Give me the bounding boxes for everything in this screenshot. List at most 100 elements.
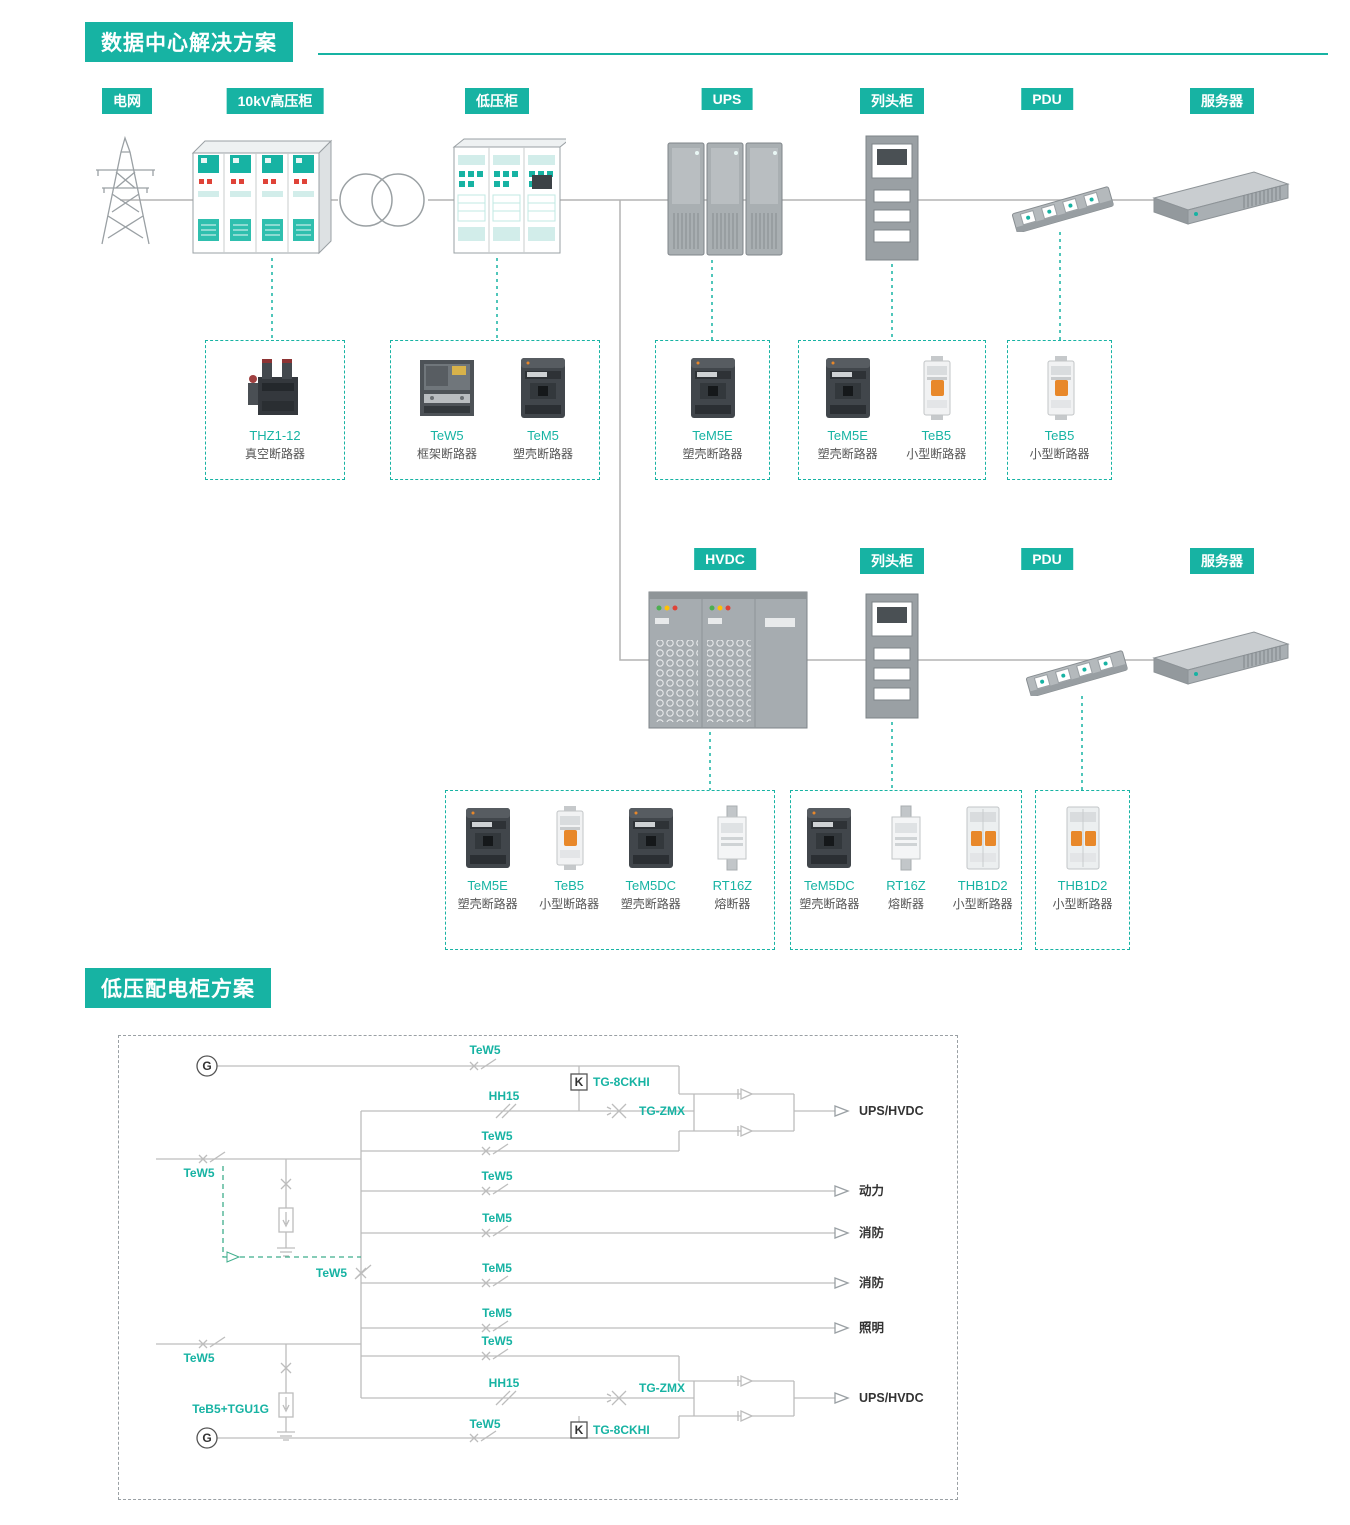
product-name: TeM5E [467, 878, 508, 893]
output-label-power: 动力 [859, 1183, 884, 1198]
label-tew5: TeW5 [481, 1334, 512, 1348]
product-type: 框架断路器 [416, 447, 477, 461]
schematic-wires [156, 1065, 835, 1441]
label-tew5: TeW5 [183, 1351, 214, 1365]
grid-tower-illustration [96, 135, 155, 245]
contactor-k-box [570, 1073, 588, 1091]
product-type: 熔断器 [714, 897, 751, 911]
breaker-symbol [198, 1336, 226, 1349]
mcb-2pole-icon [948, 803, 1018, 873]
label-tg8ckhi: TG-8CKHI [593, 1423, 650, 1437]
product-tile: TeM5 塑壳断路器 [503, 353, 583, 462]
product-tile: RT16Z 熔断器 [868, 803, 945, 912]
product-type: 小型断路器 [952, 897, 1013, 911]
node-badge-hv-cabinet: 10kV高压柜 [226, 88, 324, 114]
ups-illustration [667, 142, 783, 256]
product-tile: TeB5 小型断路器 [529, 803, 609, 912]
product-tile: TeM5E 塑壳断路器 [673, 353, 753, 462]
output-arrow [834, 1322, 849, 1334]
product-tile: RT16Z 熔断器 [692, 803, 772, 912]
product-name: TeM5DC [625, 878, 677, 893]
vacuum-breaker-icon [240, 353, 310, 423]
product-type: 塑壳断路器 [457, 897, 518, 911]
mcb-icon [901, 353, 971, 423]
fuse-icon [697, 803, 767, 873]
product-name: TeB5 [1044, 428, 1075, 443]
mccb-icon [678, 353, 748, 423]
generator-symbol [196, 1055, 218, 1077]
contactor-k-label: K [575, 1423, 584, 1437]
mccb-icon [813, 353, 883, 423]
label-tew5: TeW5 [183, 1166, 214, 1180]
breaker-symbol [481, 1348, 509, 1361]
breaker-symbol [481, 1225, 509, 1238]
node-badge-row-cabinet-2: 列头柜 [860, 548, 924, 574]
mcb-icon [1025, 353, 1095, 423]
section-title-lowvoltage: 低压配电柜方案 [85, 968, 271, 1008]
node-badge-pdu-2: PDU [1021, 548, 1073, 570]
transformer-symbol [339, 173, 425, 227]
product-type: 塑壳断路器 [682, 447, 743, 461]
product-type: 塑壳断路器 [620, 897, 681, 911]
interlock-dashed-line [222, 1166, 361, 1258]
label-tgzmx: TG-ZMX [639, 1104, 685, 1118]
product-tile: THB1D2 小型断路器 [944, 803, 1021, 912]
label-tew5: TeW5 [481, 1129, 512, 1143]
schematic-diagram: G TeW5 K TG-8CKHI HH15 TG-ZMX UPS/HVDC T… [156, 1043, 924, 1449]
section-title-datacenter: 数据中心解决方案 [85, 22, 293, 62]
node-badge-server-1: 服务器 [1190, 88, 1254, 114]
output-label-light: 照明 [859, 1320, 884, 1335]
product-name: THB1D2 [957, 878, 1008, 893]
fuse-icon [871, 803, 941, 873]
generator-symbol [196, 1427, 218, 1449]
header-line [318, 53, 1328, 55]
product-group-lv: TeW5 框架断路器 TeM5 塑壳断路器 [390, 340, 600, 480]
contactor-k-box [570, 1421, 588, 1439]
generator-label: G [202, 1431, 211, 1445]
output-label-fire2: 消防 [859, 1275, 885, 1290]
output-label-fire1: 消防 [859, 1225, 885, 1240]
label-teb5-tgu1g: TeB5+TGU1G [192, 1402, 269, 1416]
product-name: TeB5 [921, 428, 952, 443]
product-group-pdu2: THB1D2 小型断路器 [1035, 790, 1130, 950]
mccb-icon [794, 803, 864, 873]
product-name: TeM5E [692, 428, 733, 443]
label-tem5: TeM5 [482, 1306, 512, 1320]
hvdc-cabinet-illustration [648, 591, 808, 729]
product-type: 小型断路器 [539, 897, 600, 911]
product-name: TeW5 [430, 428, 464, 443]
row-cabinet-illustration-1 [860, 132, 924, 264]
label-hh15: HH15 [489, 1089, 520, 1103]
surge-arrester-symbol [278, 1392, 294, 1418]
pdu-illustration-2 [1022, 636, 1134, 696]
dotted-connectors [271, 232, 1083, 790]
output-arrow [834, 1185, 849, 1197]
output-arrow [834, 1392, 849, 1404]
node-badge-server-2: 服务器 [1190, 548, 1254, 574]
product-type: 小型断路器 [906, 447, 967, 461]
product-name: THB1D2 [1057, 878, 1108, 893]
product-group-hvdc: TeM5E 塑壳断路器 TeB5 小型断路器 TeM5DC 塑壳断路器 RT16… [445, 790, 775, 950]
breaker-symbol [469, 1058, 497, 1071]
mcb-icon [534, 803, 604, 873]
lv-cabinet-illustration [452, 138, 566, 254]
output-arrow [834, 1105, 849, 1117]
product-tile: TeM5E 塑壳断路器 [808, 353, 888, 462]
product-tile: TeB5 小型断路器 [896, 353, 976, 462]
product-type: 塑壳断路器 [817, 447, 878, 461]
surge-arrester-symbol [278, 1207, 294, 1233]
product-name: TeM5DC [804, 878, 855, 893]
product-name: THZ1-12 [249, 428, 301, 443]
generator-label: G [202, 1059, 211, 1073]
product-type: 熔断器 [888, 897, 925, 911]
server-illustration-2 [1148, 622, 1296, 702]
hv-switchgear-illustration [191, 139, 333, 255]
breaker-symbol [198, 1151, 226, 1164]
product-type: 塑壳断路器 [512, 447, 573, 461]
product-type: 小型断路器 [1052, 897, 1113, 911]
product-tile: TeB5 小型断路器 [1020, 353, 1100, 462]
label-tew5: TeW5 [469, 1417, 500, 1431]
mccb-icon [508, 353, 578, 423]
output-label-ups1: UPS/HVDC [859, 1104, 924, 1118]
node-badge-hvdc: HVDC [694, 548, 756, 570]
